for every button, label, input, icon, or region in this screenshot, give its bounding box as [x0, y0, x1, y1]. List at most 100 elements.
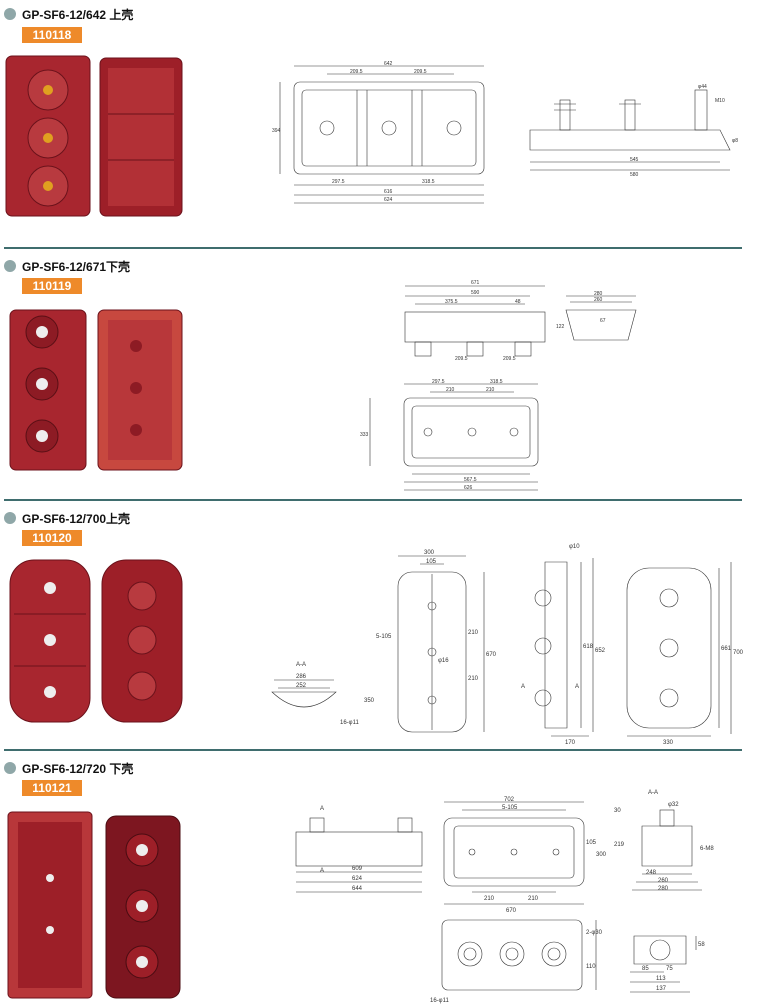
dim-label: A	[320, 806, 324, 812]
dim-label: 330	[663, 740, 674, 744]
dim-label: 137	[656, 986, 667, 992]
dim-label: 286	[296, 674, 307, 680]
dim-label: 318.5	[422, 179, 435, 185]
dim-label: 210	[468, 630, 479, 636]
dim-label: 210	[484, 896, 495, 902]
front-view-drawing: 671 590 375.5 48 209.5 209.5	[404, 280, 546, 362]
product-section-3: GP-SF6-12/700上壳 110120 300 105 5-105 210…	[0, 502, 759, 750]
dim-label: 661	[721, 646, 732, 652]
dim-label: A-A	[296, 662, 306, 668]
side-view-drawing: 545 580 φ44 M10 φ8	[529, 84, 738, 178]
dim-label: 624	[352, 876, 363, 882]
dim-label: 300	[596, 852, 607, 858]
dim-label: 122	[556, 324, 565, 330]
product-photo	[5, 55, 183, 217]
dim-label: A	[521, 684, 525, 690]
dim-label: 652	[595, 648, 606, 654]
dim-label: 702	[504, 797, 515, 803]
section-view-drawing: 300 105 5-105 210 210 670 φ16 350 A-A 28…	[271, 550, 497, 733]
dim-label: 350	[364, 698, 375, 704]
dim-label: 297.5	[432, 379, 445, 385]
product-section-1: GP-SF6-12/642 上壳 110118 642 209.5 209.5 …	[0, 0, 759, 250]
front-view-drawing: A A 609 624 644	[295, 806, 423, 893]
dim-label: 670	[506, 908, 517, 914]
dim-label: 209.5	[414, 69, 427, 75]
bullet-icon	[4, 8, 16, 20]
product-code-badge: 110118	[22, 27, 82, 43]
end-view-drawing: 280 260 67 122	[556, 291, 637, 341]
dim-label: 170	[565, 740, 576, 744]
product-title-row: GP-SF6-12/700上壳	[4, 510, 130, 526]
section-divider	[4, 247, 742, 249]
dim-label: 260	[658, 878, 669, 884]
dim-label: 67	[600, 318, 606, 324]
dim-label: 210	[486, 387, 495, 393]
dim-label: 375.5	[445, 299, 458, 305]
dim-label: 219	[614, 842, 625, 848]
dim-label: 280	[658, 886, 669, 892]
section-divider	[4, 499, 742, 501]
dim-label: 394	[272, 128, 281, 134]
dim-label: 670	[486, 652, 497, 658]
dim-label: 624	[384, 197, 393, 203]
dim-label: φ16	[438, 658, 449, 664]
product-code-badge: 110120	[22, 530, 82, 546]
product-photo	[9, 309, 183, 471]
dim-label: 700	[733, 650, 744, 656]
dim-label: 210	[468, 676, 479, 682]
dim-label: 260	[594, 297, 603, 303]
product-section-4: GP-SF6-12/720 下壳 110121 A A 609 624 644 …	[0, 752, 759, 1006]
section-view-drawing: A-A φ32 30 219 6-M8 248 260 280	[614, 790, 714, 892]
bottom-view-drawing: 2-φ30 110 16-φ11	[430, 919, 603, 1004]
product-code-badge: 110121	[22, 780, 82, 796]
dim-label: φ10	[569, 544, 580, 550]
dim-label: 113	[656, 976, 666, 982]
dim-label: 16-φ11	[430, 998, 449, 1004]
dim-label: φ44	[698, 84, 707, 90]
dim-label: 210	[528, 896, 539, 902]
detail-view-drawing: 58 85 75 113 137	[630, 935, 705, 993]
plan-view-drawing: 297.5 318.5 210 210 567.5 626 333	[360, 379, 539, 491]
product-photo	[7, 811, 181, 999]
dim-label: 210	[446, 387, 455, 393]
side-and-end-view-drawing: φ10 618 652 170 A A 661 700 330	[521, 544, 744, 744]
dim-label: 567.5	[464, 477, 477, 483]
dim-label: 110	[586, 964, 596, 970]
dim-label: 30	[614, 808, 621, 814]
section-divider	[4, 749, 742, 751]
dim-label: φ32	[668, 802, 679, 808]
bullet-icon	[4, 512, 16, 524]
product-photo	[9, 559, 183, 723]
product-title: GP-SF6-12/700上壳	[22, 511, 131, 526]
product-title-row: GP-SF6-12/671下壳	[4, 258, 130, 274]
product-title: GP-SF6-12/671下壳	[22, 259, 131, 274]
product-section-2: GP-SF6-12/671下壳 110119 671 590 375.5 48 …	[0, 250, 759, 500]
dim-label: M10	[715, 98, 725, 104]
dim-label: 609	[352, 866, 363, 872]
dim-label: 318.5	[490, 379, 503, 385]
dim-label: 48	[515, 299, 521, 305]
product-title: GP-SF6-12/720 下壳	[22, 761, 134, 776]
dim-label: 58	[698, 942, 705, 948]
dim-label: φ8	[732, 138, 738, 144]
bullet-icon	[4, 260, 16, 272]
dim-label: A	[575, 684, 579, 690]
bullet-icon	[4, 762, 16, 774]
top-view-drawing: 642 209.5 209.5 394 297.5 318.5 616 624	[272, 61, 485, 204]
dim-label: 545	[630, 157, 639, 163]
product-title-row: GP-SF6-12/642 上壳	[4, 6, 133, 22]
dim-label: 16-φ11	[340, 720, 359, 726]
dim-label: 671	[471, 280, 480, 286]
dim-label: 6-M8	[700, 846, 714, 852]
product-title-row: GP-SF6-12/720 下壳	[4, 760, 133, 776]
dim-label: 252	[296, 683, 307, 689]
dim-label: 75	[666, 966, 673, 972]
dim-label: 5-105	[502, 805, 518, 811]
product-title: GP-SF6-12/642 上壳	[22, 7, 134, 22]
dim-label: 644	[352, 886, 363, 892]
dim-label: 333	[360, 432, 369, 438]
dim-label: 105	[426, 559, 437, 565]
dim-label: 248	[646, 870, 657, 876]
dim-label: 280	[594, 291, 603, 297]
dim-label: 300	[424, 550, 435, 556]
